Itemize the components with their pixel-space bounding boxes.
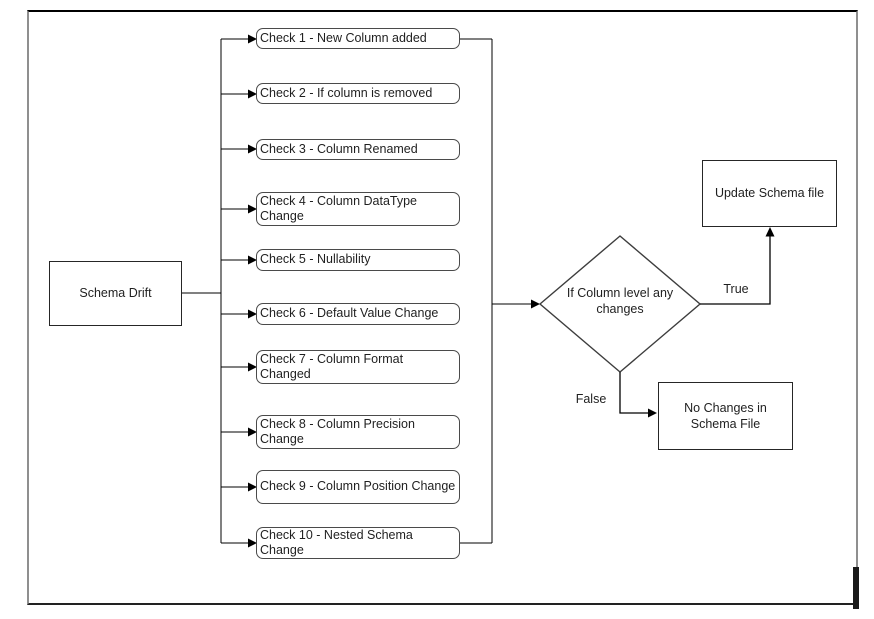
node-check-9: Check 9 - Column Position Change: [256, 470, 460, 504]
arrowhead-check-3: [248, 144, 257, 154]
node-check-7: Check 7 - Column Format Changed: [256, 350, 460, 384]
arrowhead-false: [648, 408, 657, 418]
node-check-6: Check 6 - Default Value Change: [256, 303, 460, 325]
node-check-5: Check 5 - Nullability: [256, 249, 460, 271]
edge-true: [700, 236, 771, 305]
node-schema-drift: Schema Drift: [49, 261, 182, 326]
node-check-4: Check 4 - Column DataType Change: [256, 192, 460, 226]
node-check-8: Check 8 - Column Precision Change: [256, 415, 460, 449]
right-edge-marker: [853, 567, 859, 609]
arrowhead-check-10: [248, 538, 257, 548]
node-decision-label: If Column level any changes: [566, 286, 674, 316]
node-check-1: Check 1 - New Column added: [256, 28, 460, 49]
node-check-3: Check 3 - Column Renamed: [256, 139, 460, 160]
edge-label-false: False: [575, 392, 607, 406]
arrowhead-true: [765, 227, 775, 237]
arrowhead-check-8: [248, 427, 257, 437]
arrowhead-check-9: [248, 482, 257, 492]
arrowhead-decision: [531, 299, 540, 309]
node-update-schema-file: Update Schema file: [702, 160, 837, 227]
node-no-changes-in-schema-file: No Changes in Schema File: [658, 382, 793, 450]
node-check-10: Check 10 - Nested Schema Change: [256, 527, 460, 559]
arrowhead-check-2: [248, 89, 257, 99]
arrowhead-check-5: [248, 255, 257, 265]
arrowhead-check-6: [248, 309, 257, 319]
diagram-border: [27, 10, 858, 605]
edge-label-true: True: [723, 282, 749, 296]
edge-false: [619, 372, 649, 414]
arrowhead-check-1: [248, 34, 257, 44]
node-check-2: Check 2 - If column is removed: [256, 83, 460, 104]
arrowhead-check-7: [248, 362, 257, 372]
arrowhead-check-4: [248, 204, 257, 214]
